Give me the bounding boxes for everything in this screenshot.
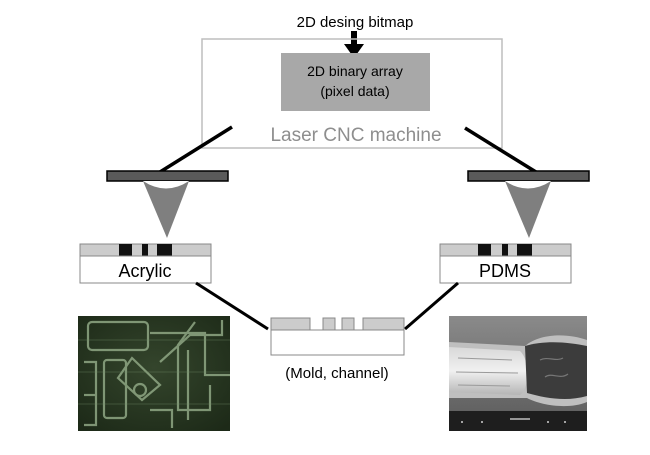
machine-label: Laser CNC machine: [270, 125, 441, 146]
connector-left-mold: [195, 281, 269, 331]
machine-frame: [201, 38, 503, 149]
binary-array-label-2: (pixel data): [320, 83, 389, 99]
pdms-substrate: [439, 243, 572, 284]
mold-channel-section: [270, 317, 405, 356]
connector-right-head: [464, 126, 537, 174]
input-bitmap-label: 2D desing bitmap: [297, 14, 414, 31]
acrylic-label: Acrylic: [119, 261, 172, 281]
acrylic-substrate: [79, 243, 212, 284]
right-laser-beam: [505, 181, 551, 238]
acrylic-micrograph: [78, 316, 230, 431]
connector-left-head: [159, 125, 233, 174]
pdms-sem-micrograph: [449, 316, 587, 431]
right-laser-head: [467, 170, 590, 182]
binary-array-label-1: 2D binary array: [307, 63, 403, 79]
binary-array-box: [281, 53, 430, 111]
left-laser-head: [106, 170, 229, 182]
pdms-label: PDMS: [479, 261, 531, 281]
left-laser-beam: [143, 181, 189, 238]
mold-channel-label: (Mold, channel): [285, 365, 388, 382]
connector-right-mold: [404, 281, 459, 331]
